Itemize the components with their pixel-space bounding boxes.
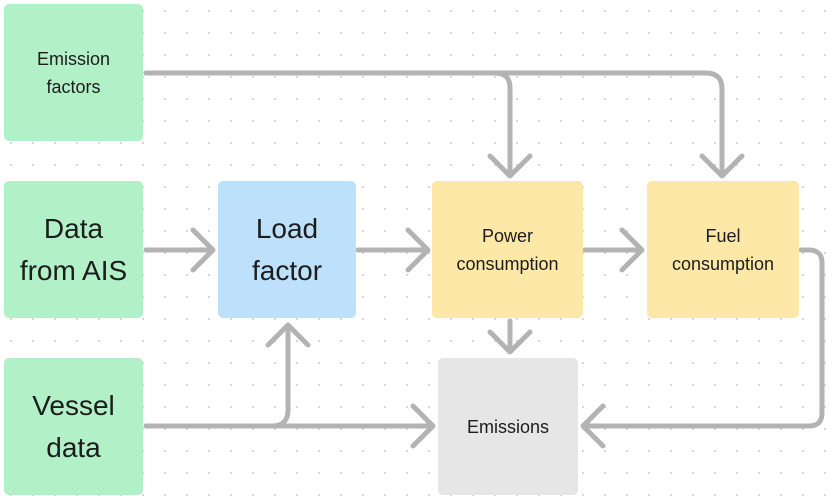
edge-power-to-emissions bbox=[487, 318, 533, 355]
edge-power-to-fuel bbox=[582, 227, 645, 273]
node-fuel-consumption[interactable]: Fuel consumption bbox=[647, 181, 799, 318]
edge-fuel-to-emissions bbox=[580, 247, 825, 449]
edge-load-factor-to-power bbox=[355, 227, 431, 273]
edge-vessel-to-load-factor bbox=[265, 322, 311, 429]
node-emission-factors-label: Emission factors bbox=[36, 48, 111, 97]
node-load-factor-label: Load factor bbox=[251, 212, 323, 286]
node-load-factor[interactable]: Load factor bbox=[218, 181, 356, 318]
node-data-from-ais[interactable]: Data from AIS bbox=[4, 181, 143, 318]
node-vessel-data-label: Vessel data bbox=[32, 389, 115, 463]
node-vessel-data[interactable]: Vessel data bbox=[4, 358, 143, 495]
node-power-consumption[interactable]: Power consumption bbox=[432, 181, 583, 318]
edge-vessel-to-emissions bbox=[143, 403, 436, 449]
node-emissions[interactable]: Emissions bbox=[438, 358, 578, 495]
node-emission-factors[interactable]: Emission factors bbox=[4, 4, 143, 141]
edge-emission-factors-to-power bbox=[143, 70, 533, 179]
node-emissions-label: Emissions bbox=[466, 416, 550, 437]
node-fuel-consumption-label: Fuel consumption bbox=[671, 225, 775, 274]
node-data-from-ais-label: Data from AIS bbox=[19, 212, 128, 286]
edge-emission-factors-to-fuel bbox=[143, 70, 745, 179]
edge-ais-to-load-factor bbox=[143, 227, 216, 273]
node-power-consumption-label: Power consumption bbox=[456, 225, 559, 274]
